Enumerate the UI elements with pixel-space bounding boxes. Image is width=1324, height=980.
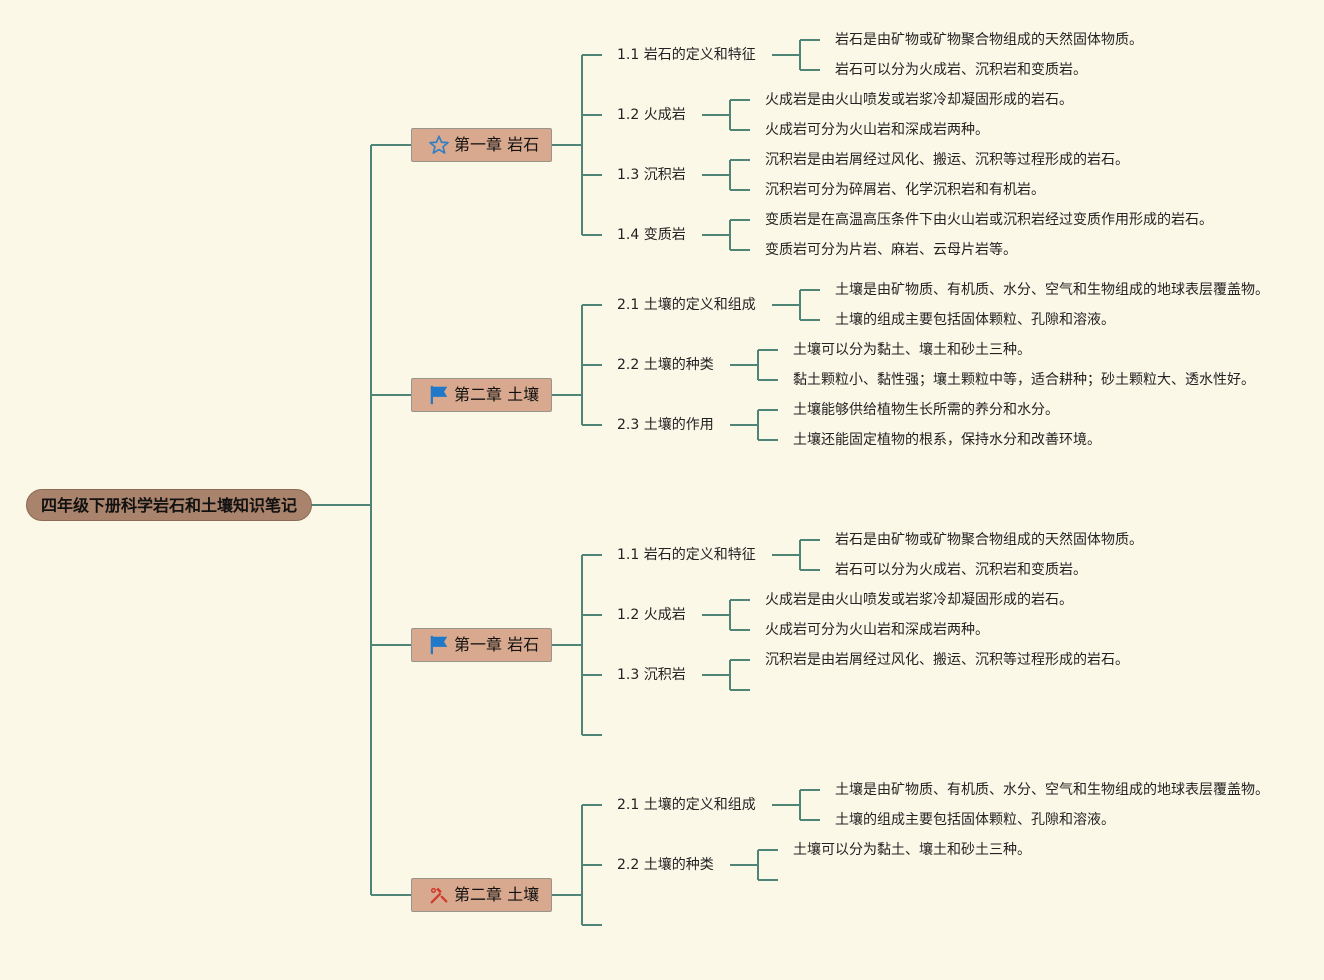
note-leaf[interactable]: 沉积岩是由岩屑经过风化、搬运、沉积等过程形成的岩石。 [765, 652, 1129, 668]
subtopic-node[interactable]: 2.3 土壤的作用 [617, 417, 714, 433]
note-leaf[interactable]: 火成岩可分为火山岩和深成岩两种。 [765, 622, 989, 638]
subtopic-node[interactable]: 1.3 沉积岩 [617, 667, 686, 683]
note-leaf[interactable]: 黏土颗粒小、黏性强；壤土颗粒中等，适合耕种；砂土颗粒大、透水性好。 [793, 372, 1255, 388]
note-leaf[interactable]: 土壤可以分为黏土、壤土和砂土三种。 [793, 842, 1031, 858]
star-icon [428, 134, 450, 156]
note-leaf[interactable]: 沉积岩是由岩屑经过风化、搬运、沉积等过程形成的岩石。 [765, 152, 1129, 168]
tools-icon [428, 884, 450, 906]
note-leaf[interactable]: 土壤可以分为黏土、壤土和砂土三种。 [793, 342, 1031, 358]
flag-icon [428, 634, 450, 656]
subtopic-node[interactable]: 1.2 火成岩 [617, 607, 686, 623]
chapter-node[interactable]: 第二章 土壤 [411, 878, 552, 912]
note-leaf[interactable]: 土壤的组成主要包括固体颗粒、孔隙和溶液。 [835, 312, 1115, 328]
chapter-label: 第二章 土壤 [454, 885, 540, 904]
note-leaf[interactable]: 土壤能够供给植物生长所需的养分和水分。 [793, 402, 1059, 418]
subtopic-node[interactable]: 1.3 沉积岩 [617, 167, 686, 183]
note-leaf[interactable]: 岩石是由矿物或矿物聚合物组成的天然固体物质。 [835, 32, 1143, 48]
subtopic-node[interactable]: 2.2 土壤的种类 [617, 857, 714, 873]
note-leaf[interactable]: 土壤是由矿物质、有机质、水分、空气和生物组成的地球表层覆盖物。 [835, 282, 1269, 298]
note-leaf[interactable]: 沉积岩可分为碎屑岩、化学沉积岩和有机岩。 [765, 182, 1045, 198]
chapter-node[interactable]: 第二章 土壤 [411, 378, 552, 412]
subtopic-node[interactable]: 1.1 岩石的定义和特征 [617, 547, 756, 563]
chapter-node[interactable]: 第一章 岩石 [411, 128, 552, 162]
note-leaf[interactable]: 岩石可以分为火成岩、沉积岩和变质岩。 [835, 62, 1087, 78]
root-topic[interactable]: 四年级下册科学岩石和土壤知识笔记 [26, 489, 313, 521]
note-leaf[interactable]: 火成岩是由火山喷发或岩浆冷却凝固形成的岩石。 [765, 92, 1073, 108]
note-leaf[interactable]: 土壤是由矿物质、有机质、水分、空气和生物组成的地球表层覆盖物。 [835, 782, 1269, 798]
subtopic-node[interactable]: 1.4 变质岩 [617, 227, 686, 243]
subtopic-node[interactable]: 2.1 土壤的定义和组成 [617, 797, 756, 813]
note-leaf[interactable]: 土壤的组成主要包括固体颗粒、孔隙和溶液。 [835, 812, 1115, 828]
chapter-node[interactable]: 第一章 岩石 [411, 628, 552, 662]
note-leaf[interactable]: 变质岩是在高温高压条件下由火山岩或沉积岩经过变质作用形成的岩石。 [765, 212, 1213, 228]
flag-icon [428, 384, 450, 406]
chapter-label: 第二章 土壤 [454, 385, 540, 404]
note-leaf[interactable]: 土壤还能固定植物的根系，保持水分和改善环境。 [793, 432, 1101, 448]
note-leaf[interactable]: 岩石可以分为火成岩、沉积岩和变质岩。 [835, 562, 1087, 578]
note-leaf[interactable]: 变质岩可分为片岩、麻岩、云母片岩等。 [765, 242, 1017, 258]
note-leaf[interactable]: 火成岩是由火山喷发或岩浆冷却凝固形成的岩石。 [765, 592, 1073, 608]
subtopic-node[interactable]: 1.1 岩石的定义和特征 [617, 47, 756, 63]
chapter-label: 第一章 岩石 [454, 135, 540, 154]
subtopic-node[interactable]: 1.2 火成岩 [617, 107, 686, 123]
note-leaf[interactable]: 火成岩可分为火山岩和深成岩两种。 [765, 122, 989, 138]
subtopic-node[interactable]: 2.2 土壤的种类 [617, 357, 714, 373]
chapter-label: 第一章 岩石 [454, 635, 540, 654]
subtopic-node[interactable]: 2.1 土壤的定义和组成 [617, 297, 756, 313]
note-leaf[interactable]: 岩石是由矿物或矿物聚合物组成的天然固体物质。 [835, 532, 1143, 548]
